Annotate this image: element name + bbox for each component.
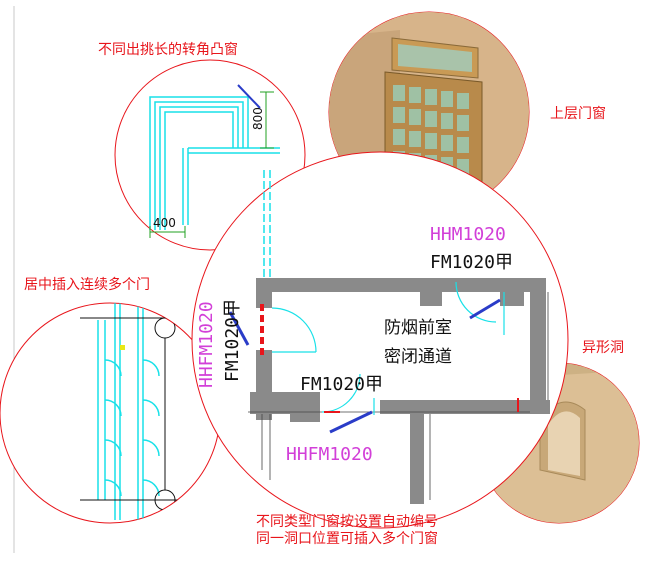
label-upper-door: 上层门窗 [550, 105, 606, 122]
dim-vertical: 800 [251, 107, 265, 130]
tag-hhm-top: HHM1020 [430, 224, 506, 245]
tag-fm-left: FM1020甲 [222, 299, 243, 382]
label-bay-window: 不同出挑长的转角凸窗 [98, 41, 238, 58]
label-auto-number-1: 不同类型门窗按设置自动编号 [256, 513, 438, 530]
dim-horizontal: 400 [153, 216, 176, 230]
floor-plan: HHM1020 FM1020甲 HHFM1020 FM1020甲 FM1020甲… [191, 151, 569, 529]
room-name-2: 密闭通道 [384, 347, 452, 367]
tag-hhfm-left: HHFM1020 [196, 301, 217, 388]
tag-fm-top: FM1020甲 [430, 252, 513, 273]
tag-fm-mid: FM1020甲 [300, 374, 383, 395]
label-special-opening: 异形洞 [582, 340, 624, 356]
label-auto-number-2: 同一洞口位置可插入多个门窗 [256, 530, 438, 547]
label-insert-doors: 居中插入连续多个门 [24, 276, 150, 293]
room-name-1: 防烟前室 [384, 318, 452, 338]
tag-hhfm-bottom: HHFM1020 [286, 444, 373, 465]
insert-doors-detail [0, 302, 221, 524]
